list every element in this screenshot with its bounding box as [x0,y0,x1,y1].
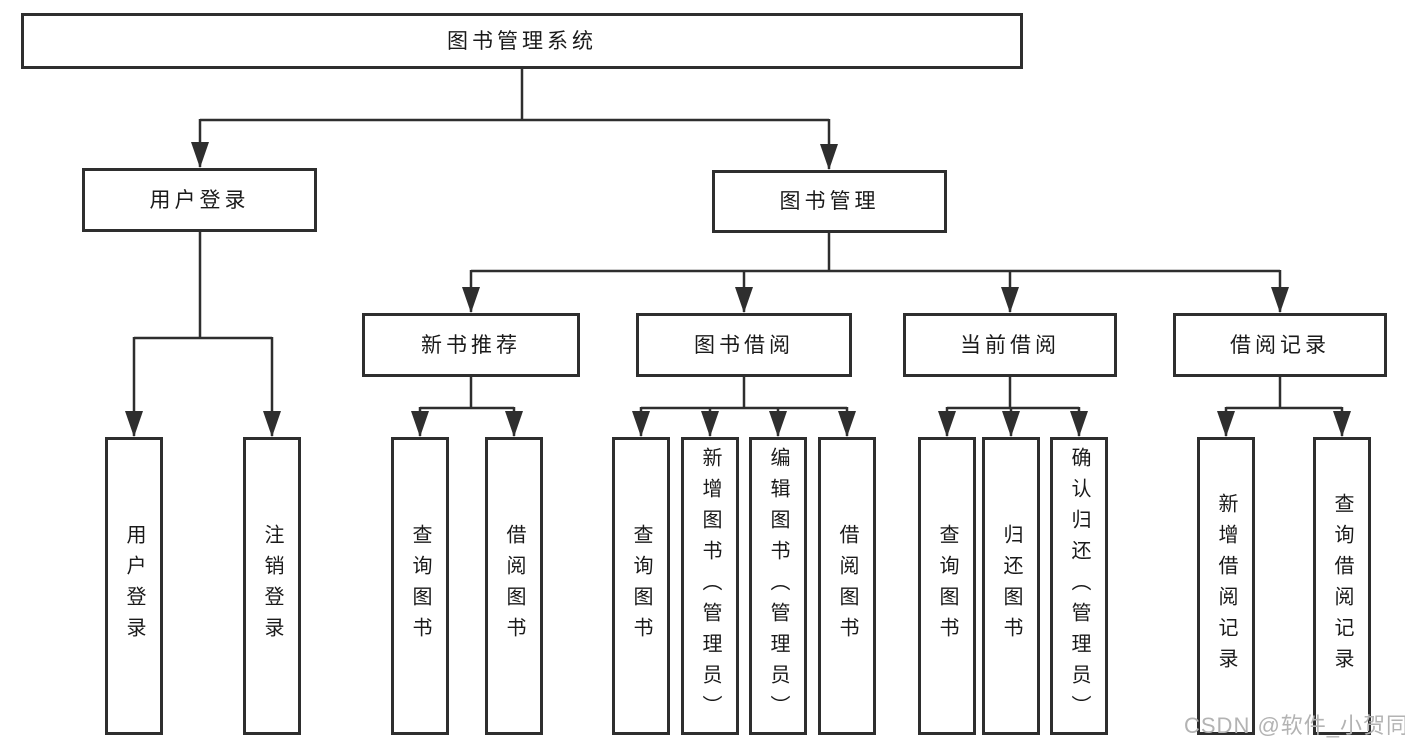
connector-book-borrow-to-leaves [632,377,856,437]
node-label: 借阅图书 [836,524,858,648]
csdn-watermark: CSDN @软件_小贺同学 [1184,713,1405,738]
node-library-management-system: 图书管理系统 [21,13,1023,69]
connector-current-borrow-to-leaves [938,377,1088,437]
node-label: 确认归还（管理员） [1068,446,1090,726]
node-user-login: 用户登录 [82,168,317,232]
connector-new-book-recommend-to-leaves [411,377,523,437]
node-label: 用户登录 [149,188,250,212]
leaf-add-borrow-record: 新增借阅记录 [1197,437,1255,735]
node-label: 查询图书 [630,524,652,648]
node-label: 查询图书 [936,524,958,648]
node-label: 图书管理 [779,190,880,213]
node-label: 查询图书 [409,524,431,648]
leaf-query-books-recommend: 查询图书 [391,437,449,735]
leaf-query-books-current: 查询图书 [918,437,976,735]
node-label: 查询借阅记录 [1331,493,1353,679]
node-label: 图书借阅 [694,333,794,357]
node-label: 新书推荐 [421,333,521,357]
node-label: 新增图书（管理员） [699,446,721,726]
leaf-return-books: 归还图书 [982,437,1040,735]
connector-book-management-to-level3 [462,233,1289,313]
leaf-borrow-books-recommend: 借阅图书 [485,437,543,735]
node-label: 用户登录 [123,524,145,648]
leaf-borrow-books: 借阅图书 [818,437,876,735]
leaf-confirm-return-admin: 确认归还（管理员） [1050,437,1108,735]
node-new-book-recommend: 新书推荐 [362,313,580,377]
connector-user-login-to-leaves [125,232,281,437]
leaf-edit-books-admin: 编辑图书（管理员） [749,437,807,735]
node-borrow-records: 借阅记录 [1173,313,1387,377]
connector-root-to-level2 [191,69,838,170]
node-label: 归还图书 [1000,524,1022,648]
node-label: 当前借阅 [960,333,1060,357]
leaf-query-books-borrow: 查询图书 [612,437,670,735]
leaf-add-books-admin: 新增图书（管理员） [681,437,739,735]
leaf-user-login: 用户登录 [105,437,163,735]
leaf-logout: 注销登录 [243,437,301,735]
node-label: 编辑图书（管理员） [767,446,789,726]
node-current-borrow: 当前借阅 [903,313,1117,377]
node-label: 注销登录 [261,524,283,648]
node-label: 图书管理系统 [447,29,597,53]
leaf-query-borrow-record: 查询借阅记录 [1313,437,1371,735]
node-book-management: 图书管理 [712,170,947,233]
node-book-borrow: 图书借阅 [636,313,852,377]
node-label: 新增借阅记录 [1215,493,1237,679]
node-label: 借阅图书 [503,524,525,648]
connector-borrow-records-to-leaves [1217,377,1351,437]
node-label: 借阅记录 [1230,333,1330,357]
